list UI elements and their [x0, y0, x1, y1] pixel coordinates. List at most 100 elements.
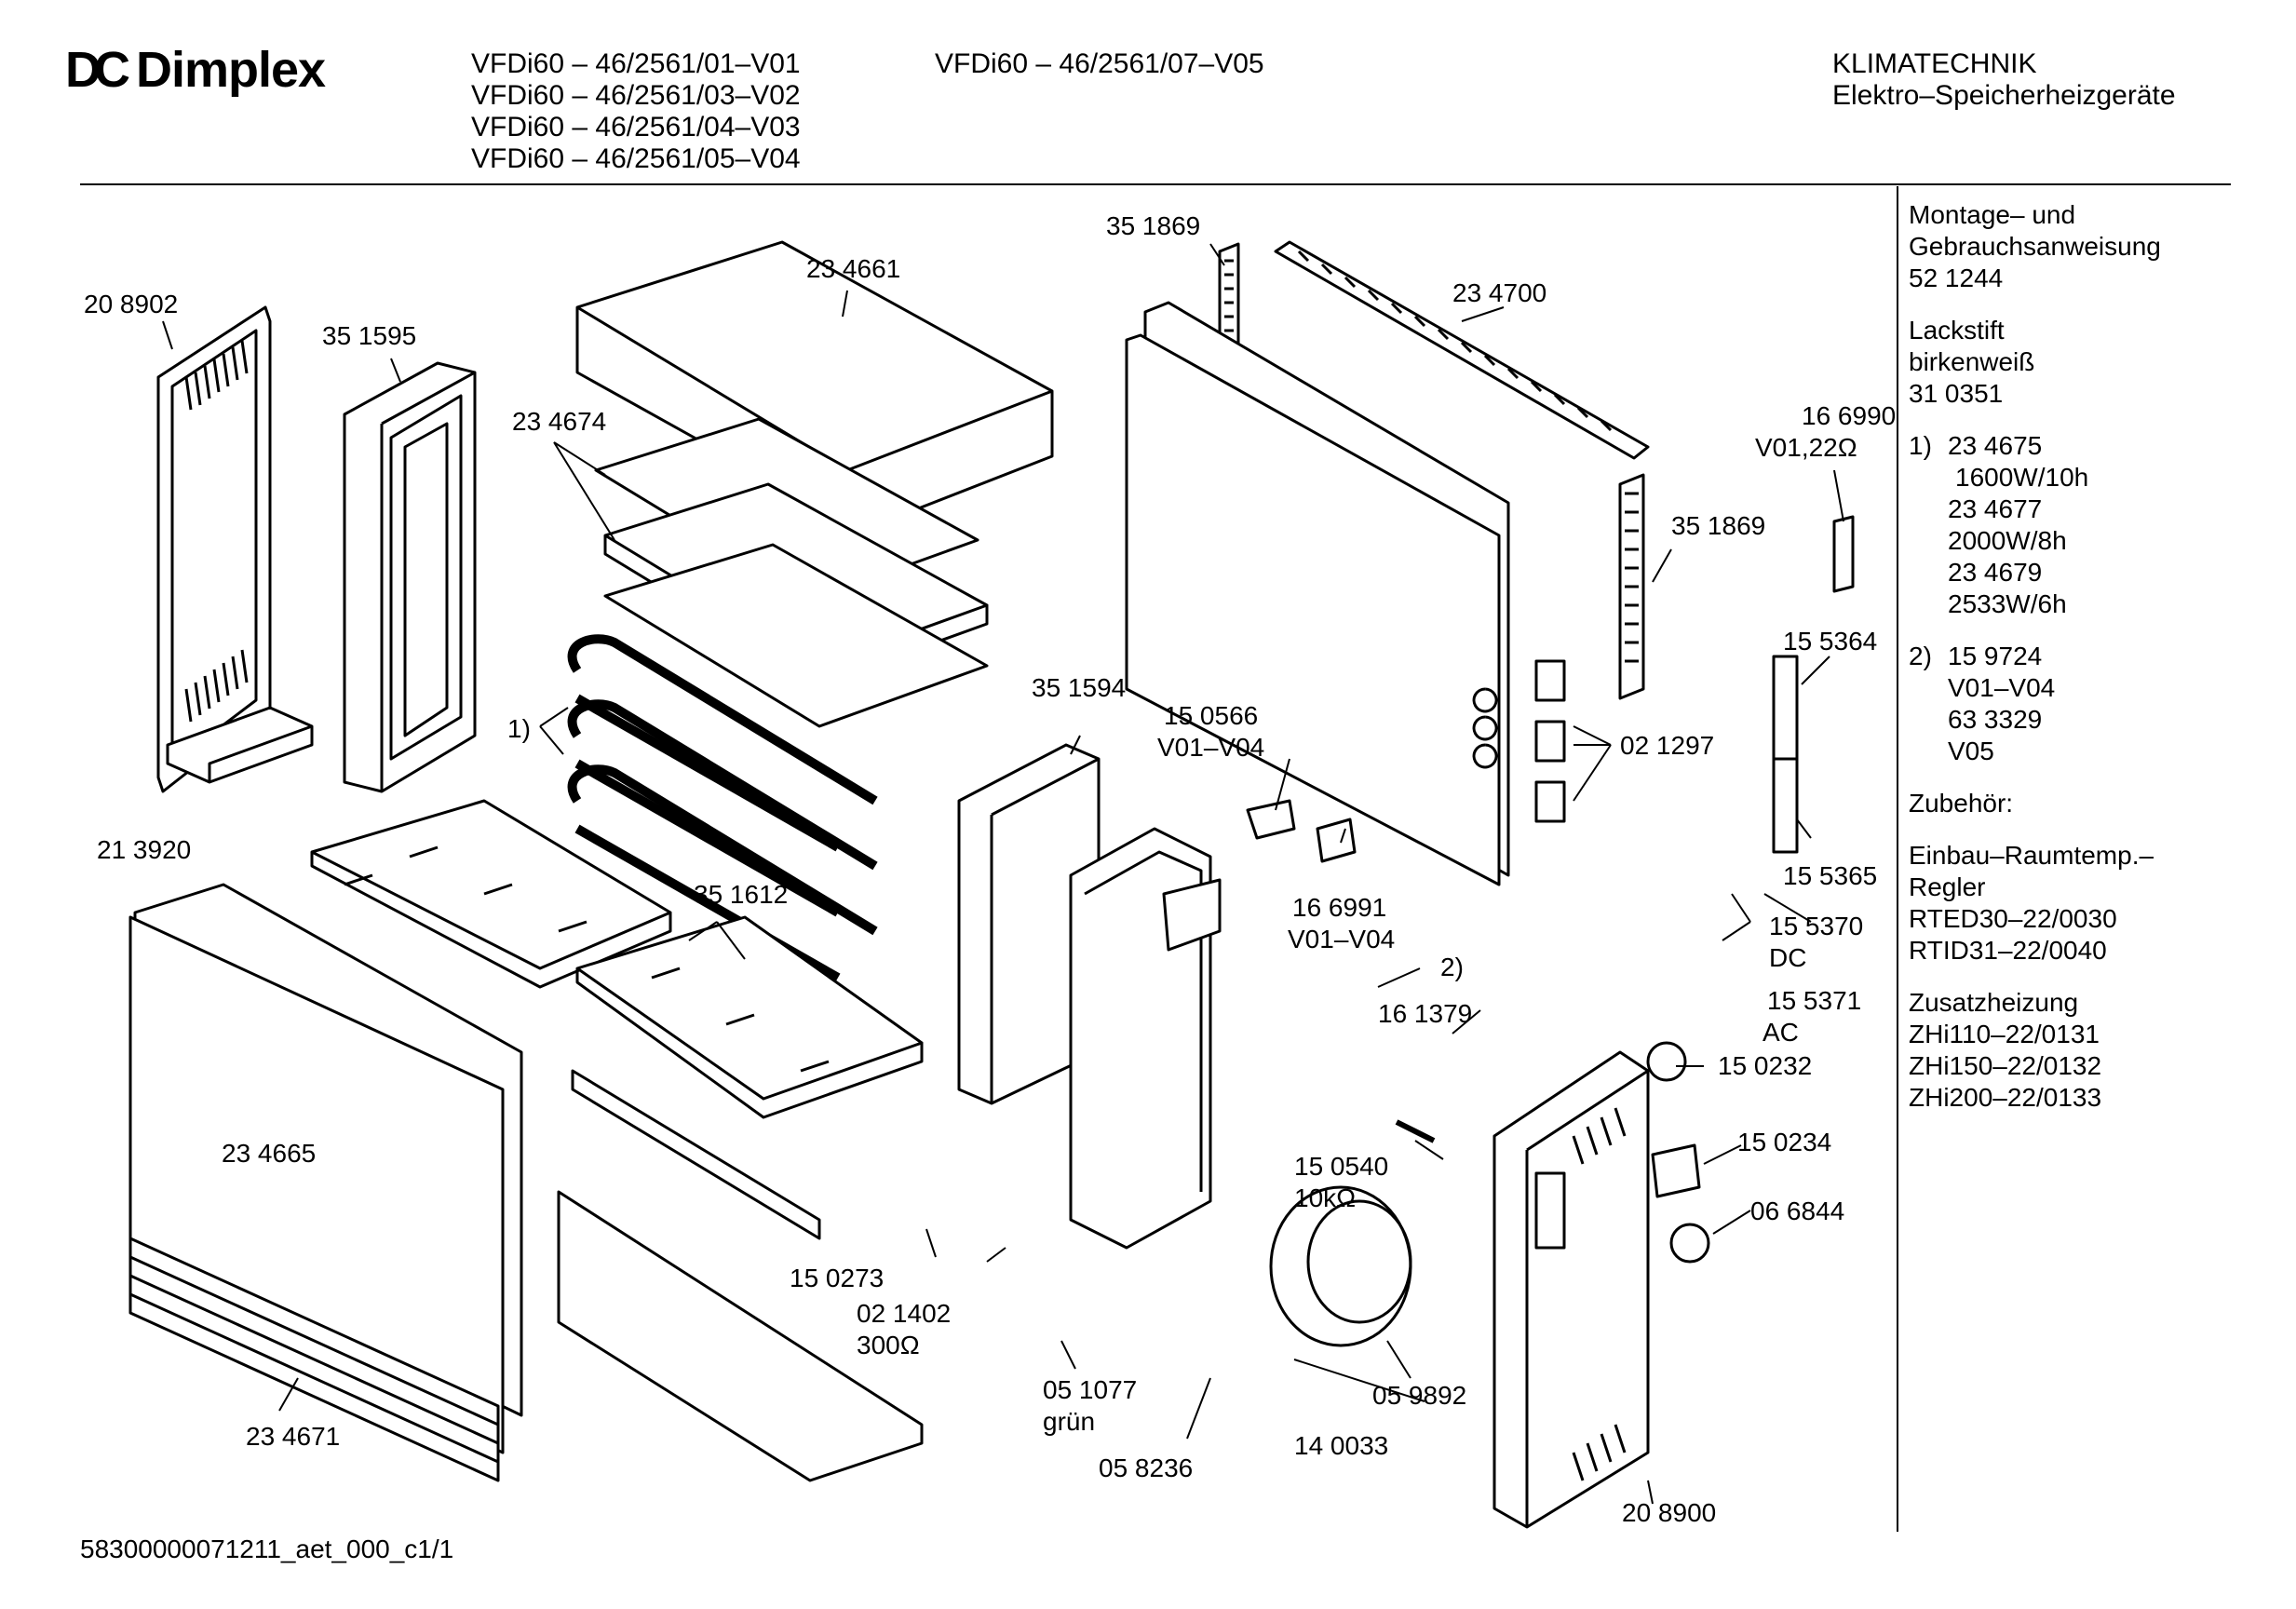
part-label-sub: grün — [1043, 1407, 1096, 1436]
part-label-sub: 300Ω — [857, 1331, 920, 1359]
control-chassis — [1069, 827, 1222, 1250]
part-label: 15 0234 — [1737, 1128, 1832, 1156]
note1-line: 2533W/6h — [1948, 589, 2067, 618]
part-label-sub: V01–V04 — [1288, 925, 1396, 953]
part-label: 35 1869 — [1106, 211, 1201, 240]
knobs — [1646, 1041, 1710, 1264]
part-label: 15 0273 — [790, 1264, 885, 1292]
note1-line: 1600W/10h — [1955, 463, 2089, 492]
logo-mark: DC — [65, 42, 130, 98]
category-title: KLIMATECHNIK — [1832, 48, 2037, 79]
paint-line: Lackstift — [1909, 316, 2005, 345]
controller-line: Regler — [1909, 872, 1986, 901]
part-label: 23 4661 — [806, 254, 901, 283]
model-line: VFDi60 – 46/2561/03–V02 — [471, 80, 801, 111]
leader-lines — [162, 243, 1844, 1505]
accessories-title: Zubehör: — [1909, 789, 2014, 818]
part-label: 15 5365 — [1783, 861, 1878, 890]
part-label: 35 1612 — [694, 880, 789, 909]
controller-line: Einbau–Raumtemp.– — [1909, 841, 2154, 870]
frame-part — [343, 361, 477, 793]
manual-line: Montage– und — [1909, 200, 2076, 229]
note1-line: 23 4675 — [1948, 431, 2043, 460]
part-label-sub: AC — [1763, 1018, 1799, 1047]
note2-line: 15 9724 — [1948, 642, 2043, 670]
part-label: 23 4674 — [512, 407, 607, 436]
paint-part-no: 31 0351 — [1909, 379, 2004, 408]
sidebar-divider — [1897, 186, 1898, 1532]
part-label: 15 0566 — [1164, 701, 1259, 730]
aux-heating-line: ZHi200–22/0133 — [1909, 1083, 2102, 1112]
part-label: 15 5370 — [1769, 912, 1864, 940]
note2-line: 63 3329 — [1948, 705, 2043, 734]
sensor — [1395, 1119, 1436, 1143]
controller-block: Einbau–Raumtemp.– Regler RTED30–22/0030 … — [1909, 840, 2161, 967]
part-label-sub: V01,22Ω — [1755, 433, 1857, 462]
aux-heating-line: Zusatzheizung — [1909, 988, 2079, 1017]
note-marker: 2) — [1440, 953, 1464, 981]
part-label: 21 3920 — [97, 835, 192, 864]
bottom-tray — [557, 1069, 924, 1482]
part-label: 35 1869 — [1671, 511, 1766, 540]
model-list-1: VFDi60 – 46/2561/01–V01 VFDi60 – 46/2561… — [471, 48, 801, 175]
part-label: 35 1595 — [322, 321, 417, 350]
clips — [1534, 659, 1566, 823]
part-label: 05 8236 — [1099, 1454, 1194, 1482]
manual-block: Montage– und Gebrauchsanweisung 52 1244 — [1909, 199, 2161, 294]
category-block: KLIMATECHNIK Elektro–Speicherheizgeräte — [1832, 48, 2176, 112]
part-label: 02 1297 — [1620, 731, 1715, 760]
manual-line: Gebrauchsanweisung — [1909, 232, 2161, 261]
controller-line: RTID31–22/0040 — [1909, 936, 2107, 965]
terminal-blocks — [1052, 655, 1799, 966]
note2-block: 2) 15 9724 V01–V04 63 3329 V05 — [1909, 641, 2161, 767]
model-line: VFDi60 – 46/2561/04–V03 — [471, 112, 801, 142]
resistor-part — [1832, 515, 1855, 593]
part-label: 15 5371 — [1767, 986, 1862, 1015]
relay — [1316, 818, 1357, 863]
part-label: 16 6990 — [1802, 401, 1897, 430]
note1-line: 2000W/8h — [1948, 526, 2067, 555]
part-label: 06 6844 — [1750, 1197, 1845, 1225]
bottom-grille — [128, 1237, 500, 1482]
part-label: 20 8900 — [1622, 1498, 1717, 1527]
part-label: 05 1077 — [1043, 1375, 1138, 1404]
thermostat — [1246, 799, 1296, 840]
part-label: 20 8902 — [84, 290, 179, 318]
part-label: 15 0540 — [1294, 1152, 1389, 1181]
insulation-plates — [594, 417, 989, 728]
category-subtitle: Elektro–Speicherheizgeräte — [1832, 80, 2176, 111]
brand-name: Dimplex — [136, 42, 326, 98]
base-plates — [310, 799, 924, 1119]
aux-heating-line: ZHi110–22/0131 — [1909, 1020, 2100, 1048]
part-label: 16 6991 — [1292, 893, 1387, 922]
note1-marker: 1) — [1909, 431, 1932, 460]
part-label: 05 9892 — [1372, 1381, 1467, 1410]
aux-heating-line: ZHi150–22/0132 — [1909, 1051, 2102, 1080]
louver-strip — [1274, 240, 1650, 460]
part-label: 23 4665 — [222, 1139, 317, 1168]
part-label-sub: DC — [1769, 943, 1807, 972]
note1-line: 23 4677 — [1948, 494, 2043, 523]
side-strip-right — [1618, 473, 1645, 700]
part-label-sub: V01–V04 — [1157, 733, 1265, 762]
part-label: 23 4671 — [246, 1422, 341, 1451]
paint-block: Lackstift birkenweiß 31 0351 — [1909, 315, 2161, 410]
note2-marker: 2) — [1909, 642, 1932, 670]
part-label: 15 0232 — [1718, 1051, 1813, 1080]
part-label: 15 5364 — [1783, 627, 1878, 656]
front-panel — [1125, 301, 1510, 886]
side-panel-left — [156, 305, 314, 793]
controller-line: RTED30–22/0030 — [1909, 904, 2117, 933]
side-panel-right — [1492, 1050, 1650, 1529]
part-label: 35 1594 — [1032, 673, 1127, 702]
part-label: 02 1402 — [857, 1299, 952, 1328]
note-marker: 1) — [507, 714, 531, 743]
note1-line: 23 4679 — [1948, 558, 2043, 587]
model-line: VFDi60 – 46/2561/05–V04 — [471, 143, 801, 174]
paint-line: birkenweiß — [1909, 347, 2035, 376]
manual-part-no: 52 1244 — [1909, 264, 2004, 292]
part-label: 16 1379 — [1378, 999, 1473, 1028]
note1-block: 1) 23 4675 1600W/10h 23 4677 2000W/8h 23… — [1909, 430, 2161, 620]
